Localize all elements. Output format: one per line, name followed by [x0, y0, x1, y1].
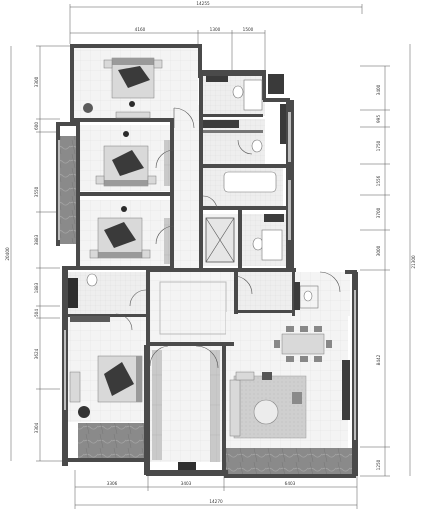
master-bed	[69, 355, 150, 418]
dim-bottom-seg-1: 3306	[107, 481, 118, 486]
storage-block-2	[280, 104, 286, 144]
dim-right-seg-4: 1556	[376, 175, 381, 186]
shaft	[205, 217, 235, 263]
dim-top-seg-1: 4160	[135, 27, 146, 32]
storage-block-1	[268, 74, 284, 94]
floor-areas	[58, 47, 352, 474]
dim-right-seg-2: 995	[376, 115, 381, 123]
balcony-bottom-right-floor	[226, 448, 352, 474]
bed-2	[95, 131, 170, 187]
dim-right-seg-1: 3400	[376, 84, 381, 95]
dim-top-overall: 14255	[196, 1, 210, 6]
dim-right-seg-7: 8442	[376, 354, 381, 365]
dim-right-overall: 21300	[411, 255, 416, 269]
utility-floor	[238, 272, 293, 312]
dim-left-seg-1: 3300	[34, 76, 39, 87]
dim-bottom-overall: 14270	[209, 499, 223, 504]
dim-right-seg-6: 3000	[376, 245, 381, 256]
wardrobe-3	[264, 214, 284, 222]
dining-set	[274, 326, 332, 362]
dim-right-seg-3: 1750	[376, 140, 381, 151]
master-bath-floor	[66, 272, 146, 316]
wardrobe-1	[203, 120, 239, 128]
kitchen-counter-left	[152, 350, 162, 460]
windows	[58, 112, 356, 440]
kitchen-counter-right	[210, 350, 220, 462]
dim-bottom-seg-2: 3403	[181, 481, 192, 486]
balcony-left-floor	[58, 136, 80, 244]
hall-floor	[150, 272, 235, 344]
dim-right-seg-8: 1250	[376, 459, 381, 470]
dim-left-seg-7: 3624	[34, 348, 39, 359]
kitchen-appliance	[178, 462, 196, 470]
balcony-right-floor	[292, 272, 350, 316]
furniture	[68, 57, 350, 470]
living-set	[229, 360, 350, 439]
dim-top-seg-2: 1300	[210, 27, 221, 32]
dimension-labels: 14255 4160 1300 1500 3306 3403 6403 1427…	[5, 1, 416, 504]
dim-bottom-seg-3: 6403	[285, 481, 296, 486]
corridor-floor	[174, 105, 202, 275]
bathroom-fixtures	[68, 76, 319, 322]
dim-left-seg-6: 504	[34, 309, 39, 317]
dim-left-overall: 20400	[5, 247, 10, 261]
dim-left-seg-2: 600	[34, 122, 39, 130]
doors	[115, 107, 341, 369]
storage-block-3	[294, 282, 300, 310]
hall-inlay	[159, 281, 227, 335]
dim-top-seg-3: 1500	[243, 27, 254, 32]
dim-left-seg-3: 3550	[34, 186, 39, 197]
balcony-bottom-left-floor	[78, 423, 146, 459]
dimension-lines	[10, 4, 411, 509]
dim-left-seg-5: 1883	[34, 282, 39, 293]
dim-left-seg-8: 3304	[34, 422, 39, 433]
dim-left-seg-4: 3883	[34, 234, 39, 245]
dim-right-seg-5: 3700	[376, 207, 381, 218]
wardrobe-2	[203, 130, 263, 133]
bed-3	[89, 206, 170, 264]
bed-1	[83, 57, 163, 119]
